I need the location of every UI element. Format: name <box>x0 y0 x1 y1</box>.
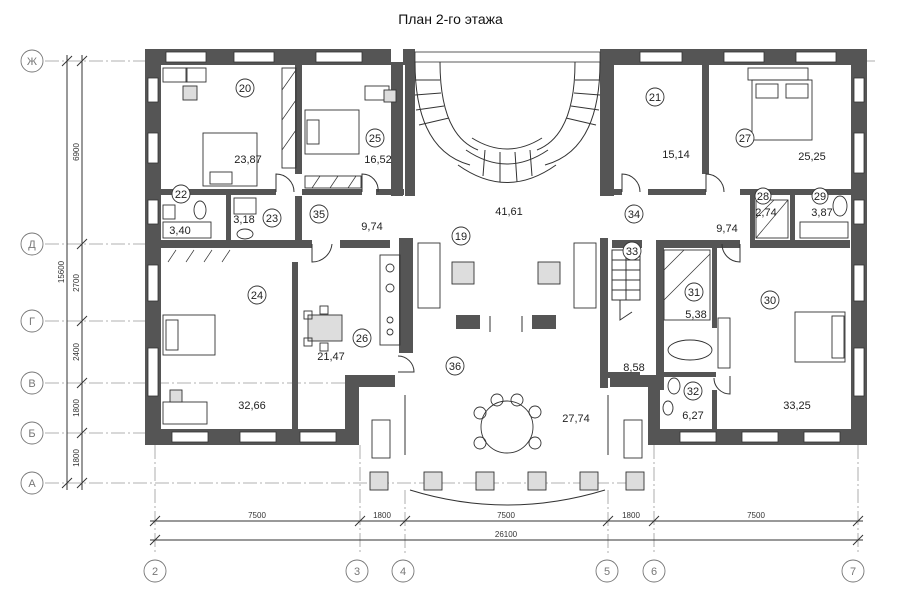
main-staircase <box>414 61 601 183</box>
svg-text:35: 35 <box>313 209 325 221</box>
room-29: 29 3,87 <box>811 187 833 219</box>
room-22-area: 3,40 <box>169 225 190 237</box>
room-34: 34 9,74 <box>624 204 738 235</box>
room-28-area: 2,74 <box>755 207 776 219</box>
svg-text:32: 32 <box>687 386 699 398</box>
svg-text:19: 19 <box>455 231 467 243</box>
room-35-area: 9,74 <box>361 221 382 233</box>
room-31-area: 5,38 <box>685 309 706 321</box>
room-36: 36 27,74 <box>445 356 590 425</box>
left-dimensions: 15600 6900 2700 2400 1800 1800 <box>57 55 88 490</box>
exterior-walls <box>145 49 867 445</box>
dim-v-2: 2700 <box>72 274 81 292</box>
number-axis-bubbles: 2 3 4 5 6 7 <box>143 559 865 583</box>
room-19: 19 41,61 <box>451 206 523 246</box>
number-axes <box>154 445 859 555</box>
svg-text:21: 21 <box>649 92 661 104</box>
room-labels: 20 23,87 25 16,52 21 15,14 27 25,25 22 3… <box>169 78 833 425</box>
room-20: 20 23,87 <box>234 78 262 166</box>
dim-v-total: 15600 <box>57 260 66 283</box>
axis-g-label: Г <box>29 316 35 328</box>
dim-h-3: 7500 <box>497 511 515 520</box>
room-25-area: 16,52 <box>364 154 392 166</box>
room-20-area: 23,87 <box>234 154 262 166</box>
room-23-area: 3,18 <box>233 214 254 226</box>
dim-h-2: 1800 <box>373 511 391 520</box>
dim-v-5: 1800 <box>72 449 81 467</box>
room-19-area: 41,61 <box>495 206 523 218</box>
room-27-area: 25,25 <box>798 151 826 163</box>
room-24: 24 32,66 <box>238 285 267 412</box>
bottom-dimensions: 7500 1800 7500 1800 7500 26100 <box>149 511 864 546</box>
axis-2-label: 2 <box>152 566 158 578</box>
dim-h-total: 26100 <box>495 530 518 539</box>
room-23: 23 3,18 <box>233 208 282 228</box>
axis-7-label: 7 <box>850 566 856 578</box>
svg-text:36: 36 <box>449 361 461 373</box>
room-28: 28 2,74 <box>754 187 777 219</box>
dim-v-4: 1800 <box>72 399 81 417</box>
svg-text:22: 22 <box>175 189 187 201</box>
axis-d-label: Д <box>28 239 36 251</box>
furniture <box>162 67 849 506</box>
svg-text:26: 26 <box>356 333 368 345</box>
axis-3-label: 3 <box>354 566 360 578</box>
svg-text:20: 20 <box>239 83 251 95</box>
room-21-area: 15,14 <box>662 149 690 161</box>
room-29-area: 3,87 <box>811 207 832 219</box>
room-30: 30 33,25 <box>760 290 811 412</box>
room-27: 27 25,25 <box>735 128 826 163</box>
svg-text:31: 31 <box>688 287 700 299</box>
letter-axis-bubbles: Ж Д Г В Б А <box>20 49 44 495</box>
room-32: 32 6,27 <box>682 381 704 422</box>
svg-text:25: 25 <box>369 133 381 145</box>
room-26: 26 21,47 <box>317 328 372 363</box>
axis-6-label: 6 <box>651 566 657 578</box>
room-33-area: 8,58 <box>623 362 644 374</box>
svg-text:24: 24 <box>251 290 263 302</box>
doors <box>275 173 741 395</box>
interior-walls <box>160 62 852 432</box>
room-33: 33 8,58 <box>622 241 645 374</box>
dim-v-3: 2400 <box>72 343 81 361</box>
room-22: 22 3,40 <box>169 184 191 237</box>
axis-5-label: 5 <box>604 566 610 578</box>
dim-v-1: 6900 <box>72 143 81 161</box>
axis-zh-label: Ж <box>27 56 37 68</box>
plan-title: План 2-го этажа <box>398 11 503 27</box>
axis-a-label: А <box>28 478 36 490</box>
dim-h-4: 1800 <box>622 511 640 520</box>
room-31: 31 5,38 <box>684 282 707 321</box>
axis-4-label: 4 <box>400 566 406 578</box>
dim-h-1: 7500 <box>248 511 266 520</box>
axis-v-label: В <box>28 378 35 390</box>
svg-text:28: 28 <box>757 191 769 203</box>
svg-text:33: 33 <box>626 246 638 258</box>
svg-text:29: 29 <box>814 191 826 203</box>
svg-text:27: 27 <box>739 133 751 145</box>
svg-text:34: 34 <box>628 209 640 221</box>
room-30-area: 33,25 <box>783 400 811 412</box>
room-26-area: 21,47 <box>317 351 345 363</box>
secondary-staircase <box>611 249 641 321</box>
svg-text:30: 30 <box>764 295 776 307</box>
axis-b-label: Б <box>28 428 35 440</box>
room-35: 35 9,74 <box>309 204 383 233</box>
room-34-area: 9,74 <box>716 223 737 235</box>
room-36-area: 27,74 <box>562 413 590 425</box>
room-21: 21 15,14 <box>645 87 690 161</box>
room-32-area: 6,27 <box>682 410 703 422</box>
room-25: 25 16,52 <box>364 128 392 166</box>
dim-h-5: 7500 <box>747 511 765 520</box>
svg-text:23: 23 <box>266 213 278 225</box>
room-24-area: 32,66 <box>238 400 266 412</box>
